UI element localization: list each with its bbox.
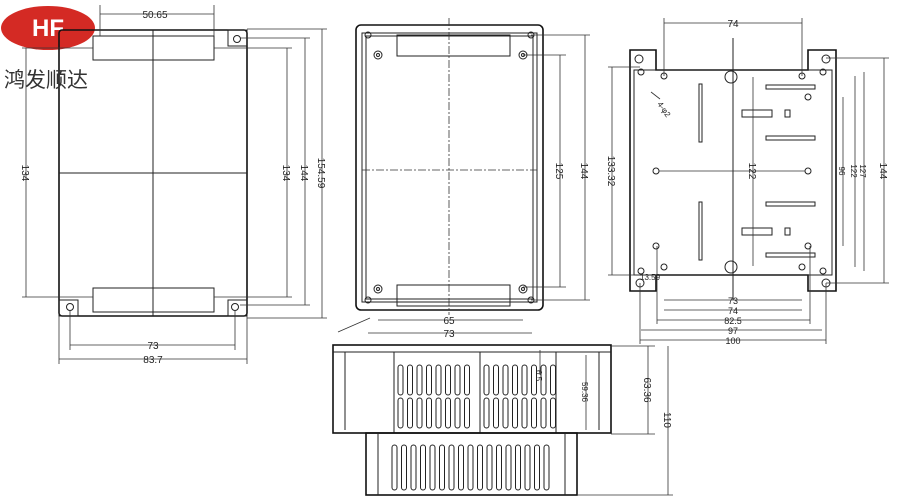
- vent-slot: [502, 364, 509, 396]
- vent-slot: [445, 364, 451, 396]
- vent-slot: [464, 364, 470, 396]
- vent-slot: [483, 397, 490, 429]
- vent-slot: [435, 364, 442, 396]
- dim-w82-5: 82.5: [724, 316, 742, 326]
- dim-tab-width: 50.65: [142, 10, 167, 21]
- vent-slot: [416, 397, 423, 429]
- dim-overall-width: 83.7: [143, 355, 163, 366]
- dim-h122: 122: [849, 164, 858, 178]
- dim-screw-height: 125: [553, 163, 564, 180]
- top-view: 50.65 134 134 144 154.59 73 83.7: [19, 5, 327, 366]
- vent-slot: [493, 397, 499, 429]
- vent-slot: [477, 444, 483, 491]
- dim-w74: 74: [728, 306, 738, 316]
- dim-overall-height-s: 110: [661, 412, 672, 428]
- vent-slot: [391, 444, 398, 491]
- vent-slot: [521, 397, 528, 429]
- vent-slot: [445, 397, 451, 429]
- vent-slot: [483, 364, 490, 396]
- vent-slot: [493, 364, 499, 396]
- logo: HF: [1, 6, 95, 50]
- dim-overall-height: 154.59: [315, 158, 326, 189]
- vent-slot: [534, 444, 540, 491]
- vent-slot: [397, 397, 404, 429]
- vent-slot: [550, 397, 556, 429]
- vent-slot: [543, 444, 550, 491]
- dim-center-122: 122: [746, 163, 757, 180]
- vent-slots-upper: [397, 364, 556, 429]
- dim-hole-spacing: 73: [147, 341, 159, 352]
- vent-slot: [420, 444, 426, 491]
- vent-slot: [454, 397, 461, 429]
- dim-w97: 97: [728, 326, 738, 336]
- vent-slots-lower: [391, 444, 550, 491]
- vent-slot: [550, 364, 556, 396]
- vent-slot: [531, 364, 537, 396]
- dim-offset: 13.59: [640, 273, 661, 282]
- company-name: 鸿发顺达: [4, 68, 88, 92]
- vent-slot: [410, 444, 417, 491]
- vent-slot: [426, 364, 432, 396]
- front-view: 125 144 65 73: [337, 18, 590, 340]
- dim-overall-height-b: 144: [877, 163, 888, 180]
- vent-slot: [512, 364, 518, 396]
- dim-inner-height-s: 59.36: [580, 382, 589, 403]
- vent-slot: [467, 444, 474, 491]
- vent-slot: [524, 444, 531, 491]
- vent-slot: [407, 364, 413, 396]
- vent-slot: [512, 397, 518, 429]
- vent-slot: [502, 397, 509, 429]
- vent-slot: [521, 364, 528, 396]
- dim-h127: 127: [858, 164, 867, 178]
- dim-front-hole-width: 73: [443, 329, 455, 340]
- dim-lip: 6.5: [534, 370, 543, 382]
- dim-front-hole-height: 144: [578, 163, 589, 180]
- vent-slot: [515, 444, 521, 491]
- vent-slot: [496, 444, 502, 491]
- side-view: 6.5 59.36 63.36 110: [332, 344, 673, 496]
- dim-w73: 73: [728, 296, 738, 306]
- vent-slot: [397, 364, 404, 396]
- dim-w100: 100: [725, 336, 740, 346]
- vent-slot: [540, 364, 547, 396]
- vent-slot: [426, 397, 432, 429]
- vent-slot: [448, 444, 455, 491]
- vent-slot: [531, 397, 537, 429]
- dim-hole-height: 144: [298, 165, 309, 182]
- vent-slot: [429, 444, 436, 491]
- dim-inner-height: 134: [280, 165, 291, 182]
- dim-hole-dia: 4-φ2: [655, 100, 672, 119]
- dim-left-height: 134: [19, 165, 30, 182]
- vent-slot: [540, 397, 547, 429]
- vent-slot: [435, 397, 442, 429]
- dim-left-height-b: 133.32: [605, 156, 616, 187]
- vent-slot: [454, 364, 461, 396]
- vent-slot: [505, 444, 512, 491]
- vent-slot: [486, 444, 493, 491]
- dim-top-width: 74: [727, 19, 739, 30]
- dim-h96: 96: [837, 167, 846, 176]
- vent-slot: [416, 364, 423, 396]
- vent-slot: [439, 444, 445, 491]
- vent-slot: [464, 397, 470, 429]
- vent-slot: [401, 444, 407, 491]
- vent-slot: [458, 444, 464, 491]
- vent-slot: [407, 397, 413, 429]
- bottom-view: 4-φ2 13.59 74 133.32 122 96 122 127 144 …: [605, 18, 889, 346]
- dim-lid-height: 63.36: [641, 377, 652, 402]
- dim-inner-width: 65: [443, 316, 455, 327]
